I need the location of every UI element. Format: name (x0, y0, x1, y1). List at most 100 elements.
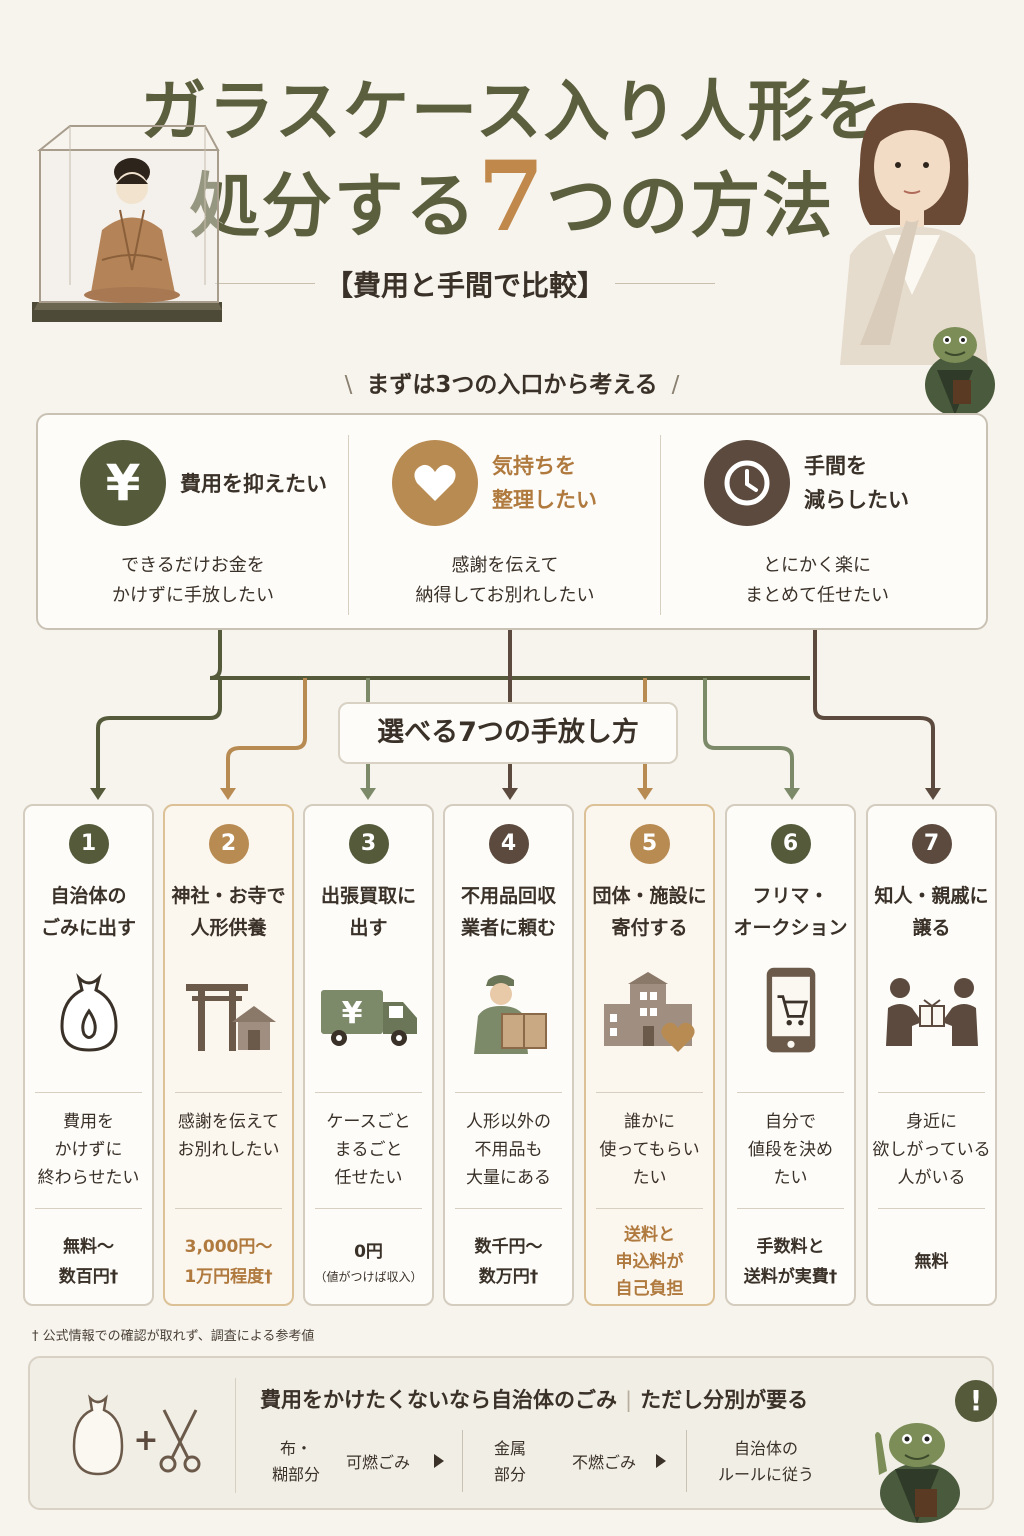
entrance-title-line: 整理したい (492, 488, 597, 512)
method-title-line: 団体・施設に (592, 885, 707, 907)
page-title-line1: ガラスケース入り人形を (140, 72, 884, 150)
desc-line: 人がいる (897, 1168, 966, 1188)
connector-trunk (209, 630, 810, 680)
facility-heart-icon (603, 972, 695, 1052)
cost-line: 無料 (914, 1252, 949, 1272)
exclamation-badge: ! (955, 1380, 997, 1422)
method-card-6: 6 フリマ・オークション 自分で値段を決めたい 手数料と送料が実費† (725, 804, 856, 1306)
footnote: † 公式情報での確認が取れず、調査による参考値 (32, 1329, 315, 1344)
gift-handover-icon (885, 978, 978, 1046)
tip-item-label: 布・糊部分 (266, 1436, 326, 1488)
card-separator (35, 1092, 142, 1093)
method-number-badge: 6 (770, 824, 811, 864)
cost-line: 無料～ (63, 1237, 114, 1257)
desc-line: お別れしたい (177, 1140, 280, 1160)
subtitle-rule-right (615, 283, 715, 284)
card-separator (35, 1208, 142, 1209)
card-separator (596, 1092, 703, 1093)
arrow-7 (925, 788, 941, 800)
method-cost: 無料～数百円† (25, 1220, 152, 1304)
method-title-line: フリマ・ (752, 885, 829, 907)
arrow-3 (360, 788, 376, 800)
heading-slash-right: / (671, 372, 680, 398)
tip-divider (686, 1430, 687, 1492)
method-cost: 無料 (868, 1220, 995, 1304)
entrance-desc-line: できるだけお金を (121, 555, 265, 576)
desc-line: 使ってもらい (599, 1140, 700, 1160)
page-title-line2: 処分する7つの方法 (0, 140, 1024, 253)
method-title-line: 出張買取に (320, 885, 416, 907)
desc-line: 値段を決め (748, 1140, 833, 1160)
card-separator (737, 1208, 844, 1209)
clock-icon (704, 440, 790, 526)
tip-label-line: 糊部分 (271, 1465, 320, 1484)
bag-plus-scissors-icon: + (72, 1394, 201, 1476)
cost-line: 1万円程度† (184, 1267, 273, 1287)
smartphone-cart-icon (766, 967, 815, 1053)
entrance-title: 費用を抑えたい (180, 472, 327, 496)
entrance-desc: できるだけお金を かけずに手放したい (38, 551, 348, 611)
method-desc: ケースごとまるごと任せたい (305, 1108, 432, 1192)
arrow-2 (220, 788, 236, 800)
card-separator (596, 1208, 703, 1209)
method-cost: 手数料と送料が実費† (727, 1220, 854, 1304)
method-desc: 自分で値段を決めたい (727, 1108, 854, 1192)
method-number-badge: 5 (629, 824, 670, 864)
method-title-line: 自治体の (50, 885, 127, 907)
method-title: 団体・施設に寄付する (586, 880, 713, 944)
connector-6 (703, 678, 794, 788)
truck-icon: ¥ (320, 990, 417, 1046)
method-title-line: 知人・親戚に (874, 885, 989, 907)
tip-label-line: ルールに従う (717, 1465, 814, 1484)
desc-line: 不用品も (474, 1140, 543, 1160)
method-desc: 身近に欲しがっている人がいる (868, 1108, 995, 1192)
doll-in-glass-case-illustration (32, 125, 222, 322)
desc-line: 大量にある (466, 1168, 551, 1188)
method-title-line: 譲る (912, 917, 951, 939)
tip-item-result: 不燃ごみ (572, 1453, 637, 1472)
method-title-line: 不用品回収 (460, 885, 556, 907)
method-title: 出張買取に出す (305, 880, 432, 944)
method-title: 不用品回収業者に頼む (445, 880, 572, 944)
card-separator (878, 1208, 985, 1209)
entrance-desc-line: とにかく楽に (763, 555, 871, 576)
entrance-title-line: 減らしたい (804, 488, 909, 512)
tip-label-line: 自治体の (733, 1439, 798, 1458)
entrance-desc: とにかく楽に まとめて任せたい (662, 551, 972, 611)
card-separator (175, 1208, 282, 1209)
heading-slash-left: \ (344, 372, 353, 398)
method-cost: 送料と申込料が自己負担 (586, 1220, 713, 1304)
desc-line: たい (773, 1168, 808, 1188)
desc-line: 終わらせたい (37, 1168, 140, 1188)
method-desc: 感謝を伝えてお別れしたい (165, 1108, 292, 1164)
method-number-badge: 3 (348, 824, 389, 864)
tip-arrow-icon (656, 1454, 666, 1468)
title-suffix: つの方法 (546, 164, 835, 247)
tip-headline-sub: ただし分別が要る (640, 1388, 809, 1412)
title-number: 7 (477, 140, 547, 253)
method-title-line: 神社・お寺で (171, 885, 286, 907)
method-title-line: 業者に頼む (460, 917, 556, 939)
method-title: フリマ・オークション (727, 880, 854, 944)
tip-divider (462, 1430, 463, 1492)
mover-icon (473, 975, 547, 1054)
method-cost: 数千円～数万円† (445, 1220, 572, 1304)
tip-item-result: 可燃ごみ (346, 1453, 411, 1472)
card-separator (455, 1092, 562, 1093)
subtitle: 【費用と手間で比較】 (324, 269, 605, 302)
arrow-4 (502, 788, 518, 800)
desc-line: かけずに (54, 1140, 123, 1160)
method-title-line: 出す (349, 917, 388, 939)
entrance-title-line: 気持ちを (492, 454, 576, 478)
desc-line: 人形以外の (466, 1112, 551, 1132)
tip-box: + 費用をかけたくないなら自治体のごみ|ただし分別が要る 布・糊部分 可燃ごみ … (28, 1356, 997, 1510)
cost-line: 送料が実費† (743, 1267, 838, 1287)
heart-icon (392, 440, 478, 526)
card-separator (455, 1208, 562, 1209)
cost-line: 数万円† (478, 1267, 539, 1287)
method-cost: 3,000円～1万円程度† (165, 1220, 292, 1304)
method-cost: 0円（値がつけば収入） (305, 1220, 432, 1304)
cost-note: （値がつけば収入） (314, 1270, 423, 1284)
desc-line: まるごと (334, 1140, 403, 1160)
method-desc: 人形以外の不用品も大量にある (445, 1108, 572, 1192)
